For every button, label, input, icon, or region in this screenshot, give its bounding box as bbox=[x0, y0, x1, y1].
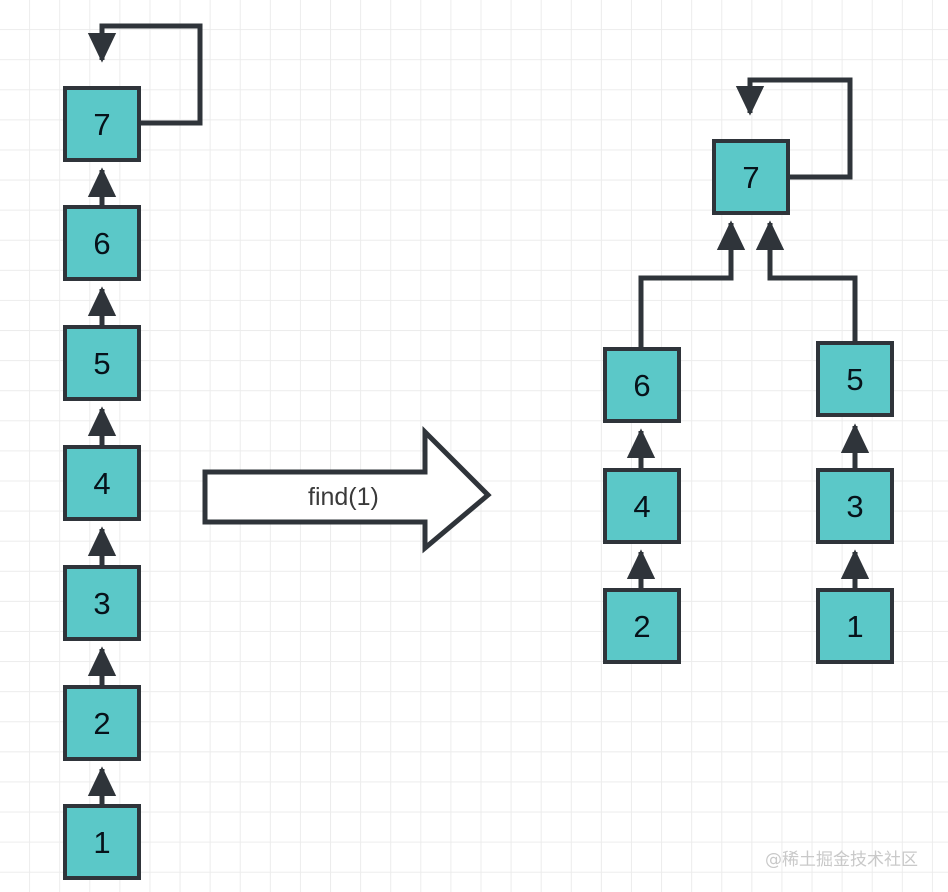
transform-arrow-label: find(1) bbox=[308, 483, 379, 511]
edge-6-to-7 bbox=[638, 220, 746, 347]
node-right-5[interactable]: 5 bbox=[816, 341, 894, 417]
node-right-4[interactable]: 4 bbox=[603, 468, 681, 544]
node-left-5[interactable]: 5 bbox=[63, 325, 141, 401]
node-right-2[interactable]: 2 bbox=[603, 588, 681, 664]
node-left-4[interactable]: 4 bbox=[63, 445, 141, 521]
node-right-3[interactable]: 3 bbox=[816, 468, 894, 544]
node-right-7[interactable]: 7 bbox=[712, 139, 790, 215]
edge-5-to-7 bbox=[755, 220, 858, 341]
watermark: @稀土掘金技术社区 bbox=[765, 850, 918, 870]
node-right-6[interactable]: 6 bbox=[603, 347, 681, 423]
node-left-6[interactable]: 6 bbox=[63, 205, 141, 281]
node-left-1[interactable]: 1 bbox=[63, 804, 141, 880]
node-left-3[interactable]: 3 bbox=[63, 565, 141, 641]
node-left-2[interactable]: 2 bbox=[63, 685, 141, 761]
node-left-7[interactable]: 7 bbox=[63, 86, 141, 162]
node-right-1[interactable]: 1 bbox=[816, 588, 894, 664]
